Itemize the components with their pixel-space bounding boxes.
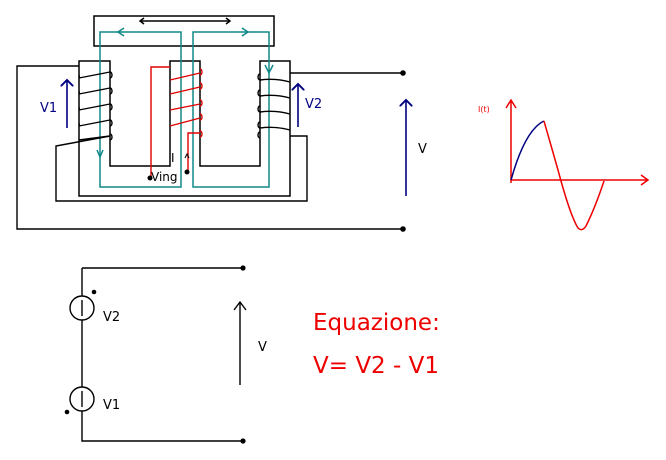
flux-arrow-down-right bbox=[264, 64, 274, 75]
flux-arrow-down-left bbox=[96, 149, 104, 159]
source-v1 bbox=[69, 386, 95, 412]
voltage-arrows bbox=[67, 80, 406, 196]
eq-label-v1: V1 bbox=[103, 398, 120, 413]
eq-terminal-bottom bbox=[240, 438, 246, 444]
graph-y-label: I(t) bbox=[478, 105, 490, 114]
graph-y-axis bbox=[505, 98, 517, 183]
flux-arrow-left bbox=[116, 27, 125, 37]
core-top-yoke bbox=[93, 15, 275, 47]
current-graph bbox=[505, 98, 650, 231]
transformer-core bbox=[78, 15, 291, 197]
label-v1: V1 bbox=[40, 101, 57, 116]
graph-x-axis bbox=[511, 174, 650, 186]
winding-middle bbox=[150, 66, 203, 177]
flux-loop-left bbox=[99, 31, 182, 188]
winding-left-lead-bottom bbox=[55, 135, 308, 202]
graph-curve-falling bbox=[543, 120, 605, 231]
eq-terminal-top bbox=[240, 265, 246, 271]
flux-arrow-right bbox=[241, 27, 250, 37]
winding-left bbox=[16, 65, 403, 230]
terminal-dot-ving-right bbox=[184, 169, 190, 175]
winding-left-lead-top bbox=[16, 65, 403, 230]
label-current: I bbox=[171, 151, 175, 165]
label-v2: V2 bbox=[305, 97, 322, 112]
equation-title: Equazione: bbox=[313, 310, 440, 336]
polarity-dot-v2 bbox=[91, 289, 97, 295]
core-body bbox=[78, 60, 291, 197]
label-ving: Ving bbox=[151, 170, 178, 184]
equivalent-circuit bbox=[69, 267, 247, 442]
terminal-bottom bbox=[400, 226, 406, 232]
polarity-dot-v1 bbox=[64, 409, 70, 415]
winding-right bbox=[257, 72, 403, 139]
eq-label-v: V bbox=[258, 340, 267, 355]
equation-formula: V= V2 - V1 bbox=[313, 353, 439, 379]
flux-paths bbox=[96, 27, 274, 188]
terminal-dot-ving-left bbox=[147, 175, 153, 181]
eq-label-v2: V2 bbox=[103, 310, 120, 325]
source-v2 bbox=[69, 295, 95, 321]
terminal-top bbox=[400, 70, 406, 76]
label-v: V bbox=[418, 142, 427, 157]
graph-curve-rising bbox=[510, 120, 545, 181]
gap-adjust-arrowheads bbox=[138, 17, 232, 25]
eq-v-arrow-icon bbox=[233, 300, 247, 385]
flux-loop-right bbox=[192, 31, 270, 188]
current-arrow-icon bbox=[184, 152, 190, 159]
